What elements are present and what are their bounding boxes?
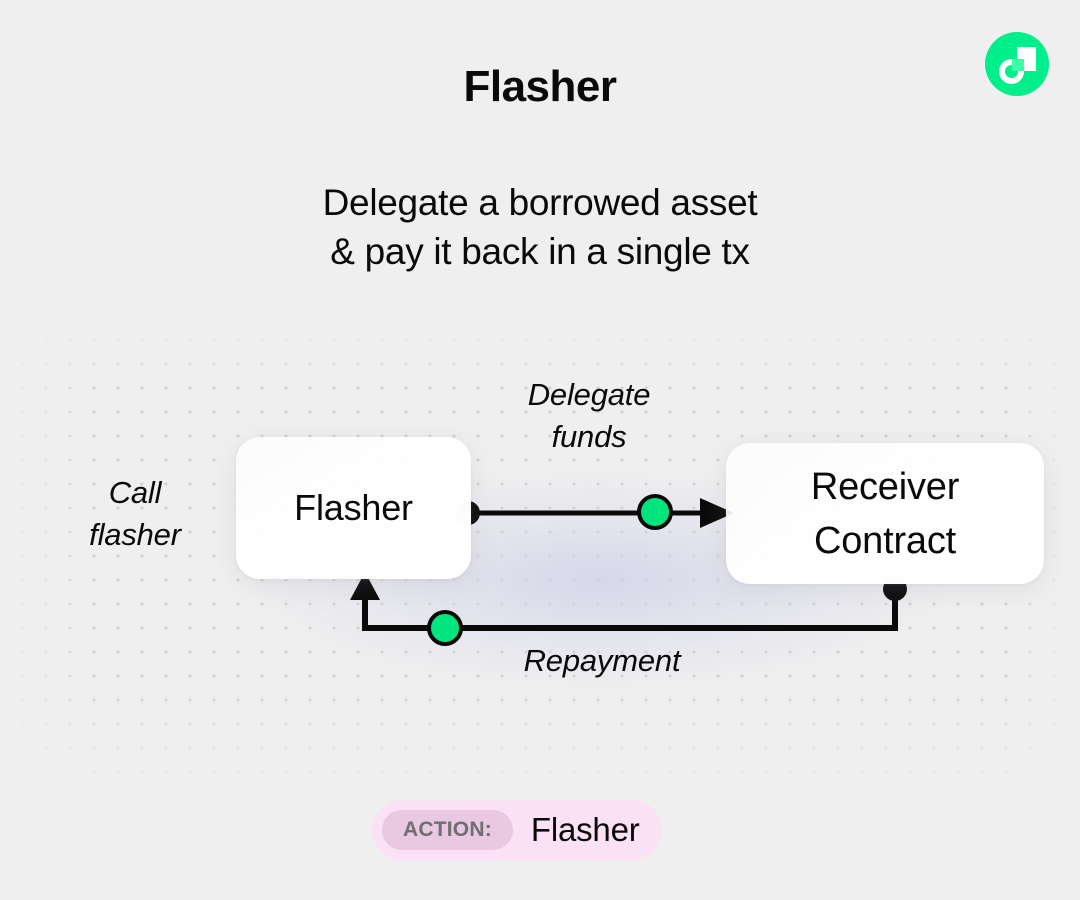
edge-label-delegate-line1: Delegate — [527, 377, 651, 412]
node-receiver-label-line1: Receiver — [810, 465, 960, 508]
action-badge-chip: ACTION: — [382, 810, 513, 850]
edge-label-repayment: Repayment — [523, 643, 681, 678]
edge-label-delegate-line2: funds — [551, 419, 627, 454]
flow-logo — [985, 32, 1049, 96]
edge-label-call-flasher: Call flasher — [45, 472, 225, 556]
page-subtitle-line1: Delegate a borrowed asset — [322, 182, 758, 223]
node-flasher-label: Flasher — [294, 487, 413, 528]
page-subtitle-line2: & pay it back in a single tx — [330, 231, 750, 272]
page-subtitle: Delegate a borrowed asset & pay it back … — [0, 178, 1080, 276]
flow-logo-circle — [985, 32, 1049, 96]
node-receiver-contract[interactable]: Receiver Contract — [726, 443, 1044, 584]
node-receiver-label-line2: Contract — [813, 519, 956, 562]
edge-label-call-line2: flasher — [89, 517, 181, 552]
flow-logo-bar-top — [1017, 47, 1036, 59]
node-receiver-contract-label: Receiver Contract — [810, 460, 960, 568]
action-badge: ACTION: Flasher — [372, 800, 662, 860]
page-title: Flasher — [463, 62, 617, 111]
flow-logo-bar-mid — [1024, 59, 1036, 71]
action-badge-value: Flasher — [530, 811, 640, 848]
flow-logo-square — [1012, 59, 1024, 71]
edge-label-delegate-funds: Delegate funds — [489, 374, 689, 458]
node-flasher[interactable]: Flasher — [236, 437, 471, 579]
edge-label-call-line1: Call — [108, 475, 162, 510]
flow-logo-ring — [999, 59, 1024, 84]
